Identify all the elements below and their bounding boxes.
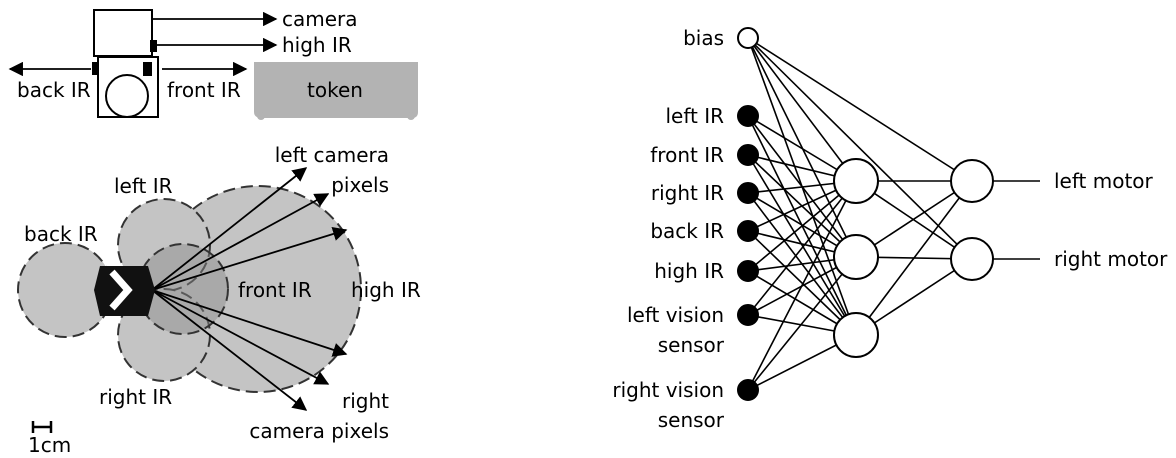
input-node (737, 105, 759, 127)
input-node (737, 260, 759, 282)
bias-node (737, 27, 759, 49)
robot-camera-box (93, 9, 153, 57)
front-ir-side-label: front IR (167, 78, 241, 102)
hidden-node (833, 234, 879, 280)
input-label: high IR (654, 259, 724, 283)
scale-bar: 1cm (28, 421, 71, 457)
left-camera-label: left camera (275, 143, 389, 167)
input-node (737, 182, 759, 204)
back-ir-sensor (92, 62, 99, 75)
token: token (254, 62, 418, 120)
right-camera-label: right (342, 389, 389, 413)
input-hidden-edge (747, 256, 857, 391)
output-node (950, 159, 994, 203)
network-nodes (737, 27, 994, 401)
network-labels: bias left IR front IR right IR back IR high I… (612, 26, 1168, 432)
input-label: left vision (627, 303, 724, 327)
input-hidden-edge (747, 180, 857, 391)
front-ir-zone-label: front IR (238, 278, 312, 302)
bias-output-edge (747, 37, 973, 260)
scale-label: 1cm (28, 433, 71, 457)
high-ir-zone-label: high IR (351, 278, 421, 302)
input-label: right vision (612, 378, 724, 402)
input-hidden-edge (747, 154, 857, 336)
hidden-node (833, 158, 879, 204)
hidden-node (833, 312, 879, 358)
sensor-field: left IR back IR front IR high IR right I… (17, 143, 421, 457)
input-node (737, 379, 759, 401)
input-label: sensor (658, 333, 725, 357)
network-connections (747, 37, 1040, 391)
left-camera-pixels-label: pixels (331, 173, 389, 197)
token-label: token (307, 78, 363, 102)
hidden-output-edge (855, 258, 973, 336)
input-node (737, 304, 759, 326)
input-label: right IR (651, 181, 724, 205)
input-hidden-edge (747, 230, 857, 336)
input-node (737, 220, 759, 242)
hidden-output-edge (855, 180, 973, 260)
input-node (737, 144, 759, 166)
front-ir-zone (137, 243, 229, 335)
back-ir-zone-label: back IR (24, 222, 98, 246)
camera-rays (151, 167, 348, 411)
input-label: bias (683, 26, 724, 50)
robot-wheel (105, 74, 149, 118)
robot-top-icon (94, 266, 155, 316)
input-label: sensor (658, 408, 725, 432)
input-label: front IR (650, 143, 724, 167)
bias-output-edge (747, 37, 973, 182)
high-ir-side-label: high IR (282, 33, 352, 57)
robot-side-view: camera high IR front IR back IR token (8, 7, 418, 120)
input-label: back IR (650, 219, 724, 243)
back-ir-side-label: back IR (17, 78, 91, 102)
input-hidden-edge (747, 180, 857, 316)
camera-label: camera (282, 7, 358, 31)
output-node (950, 237, 994, 281)
input-hidden-edge (747, 37, 857, 258)
front-ir-sensor (143, 62, 152, 76)
input-hidden-edge (747, 180, 857, 272)
hidden-output-edge (855, 180, 973, 258)
output-label: right motor (1054, 247, 1168, 271)
input-label: left IR (665, 104, 724, 128)
right-ir-zone-label: right IR (99, 385, 172, 409)
left-ir-zone-label: left IR (114, 174, 173, 198)
right-camera-pixels-label: camera pixels (249, 419, 389, 443)
neural-network: bias left IR front IR right IR back IR high I… (612, 26, 1168, 432)
input-hidden-edge (747, 37, 857, 182)
high-ir-sensor (150, 40, 157, 52)
output-label: left motor (1054, 169, 1154, 193)
hidden-output-edge (855, 180, 973, 336)
